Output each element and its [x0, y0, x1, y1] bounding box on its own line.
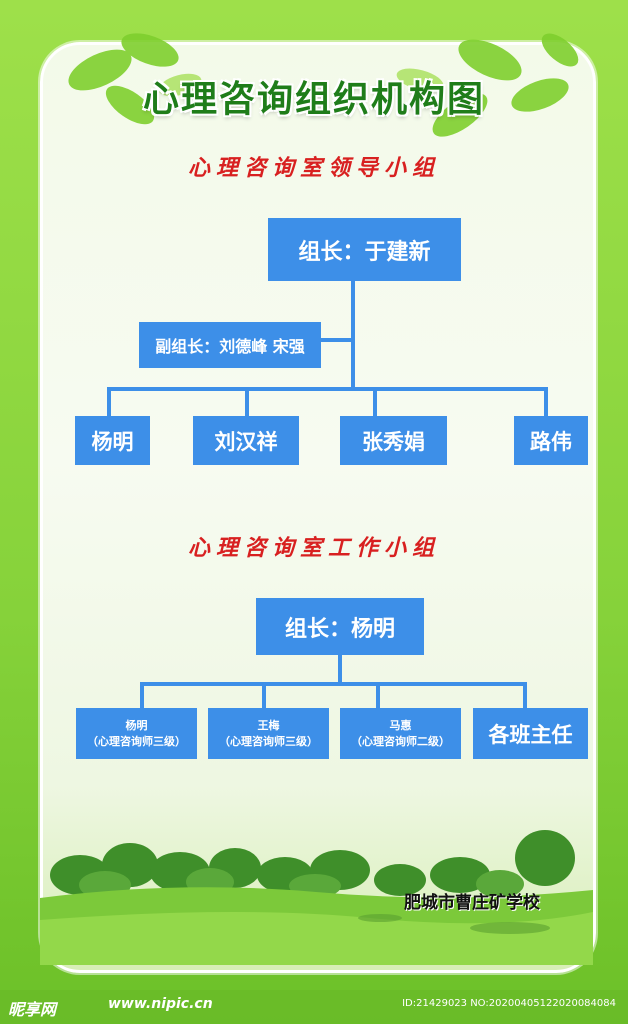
connector-line — [262, 682, 266, 709]
connector-line — [140, 682, 144, 709]
leaves-decoration — [68, 33, 579, 137]
poster-frame — [40, 42, 596, 973]
page-title: 心理咨询组织机构图 — [142, 79, 485, 120]
watermark-url: www.nipic.cn — [108, 996, 213, 1012]
connector-line — [107, 387, 111, 417]
leadership-member-box: 刘汉祥 — [193, 416, 299, 465]
connector-line — [245, 387, 249, 417]
leadership-leader-box: 组长：于建新 — [268, 218, 461, 281]
connector-line — [320, 338, 353, 342]
connector-line — [107, 387, 548, 391]
connector-line — [376, 682, 380, 709]
work-member-box: 各班主任 — [473, 708, 588, 759]
work-member-name: 王梅 — [257, 718, 280, 732]
connector-line — [140, 682, 527, 686]
work-member-name: 杨明 — [125, 718, 148, 732]
watermark-bar — [0, 990, 628, 1024]
connector-line — [338, 655, 342, 684]
work-heading: 心理咨询室工作小组 — [187, 535, 440, 561]
leadership-heading: 心理咨询室领导小组 — [187, 155, 440, 181]
watermark-id: ID:21429023 NO:20200405122020084084 — [402, 998, 616, 1009]
work-member-box: 马惠 （心理咨询师二级） — [340, 708, 461, 759]
connector-line — [373, 387, 377, 417]
connector-line — [351, 281, 355, 389]
work-leader-box: 组长：杨明 — [256, 598, 424, 655]
leadership-member-box: 张秀娟 — [340, 416, 447, 465]
connector-line — [544, 387, 548, 417]
landscape-illustration — [40, 830, 593, 965]
work-member-name: 马惠 — [389, 718, 412, 732]
work-member-role: （心理咨询师三级） — [219, 734, 318, 748]
leadership-member-box: 杨明 — [75, 416, 150, 465]
school-name: 肥城市曹庄矿学校 — [404, 893, 540, 913]
watermark-logo: 昵享网 — [8, 1000, 57, 1019]
deputy-leader-box: 副组长：刘德峰 宋强 — [139, 322, 321, 368]
work-member-role: （心理咨询师三级） — [87, 734, 186, 748]
connector-line — [523, 682, 527, 709]
work-member-box: 杨明 （心理咨询师三级） — [76, 708, 197, 759]
leadership-member-box: 路伟 — [514, 416, 588, 465]
work-member-role: （心理咨询师二级） — [351, 734, 450, 748]
work-member-box: 王梅 （心理咨询师三级） — [208, 708, 329, 759]
